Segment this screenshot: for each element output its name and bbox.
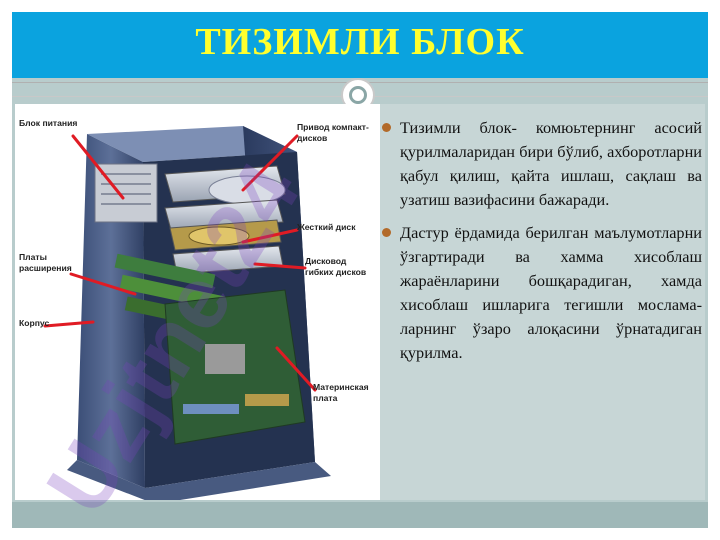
label-motherboard-line1: Материнская bbox=[313, 382, 369, 392]
title-bar bbox=[12, 12, 708, 78]
case-base bbox=[67, 460, 331, 504]
label-floppy-line1: Дисковод bbox=[305, 256, 347, 266]
cpu-cooler bbox=[205, 344, 245, 374]
bullet-text: Тизимли блок- комюьтернинг асосий қурилм… bbox=[400, 118, 702, 209]
bullet-item: Тизимли блок- комюьтернинг асосий қурилм… bbox=[380, 116, 702, 212]
image-panel: Блок питания Привод компакт- дисков Жест… bbox=[15, 104, 380, 504]
bullet-icon bbox=[382, 123, 391, 132]
label-cd-line1: Привод компакт- bbox=[297, 122, 369, 132]
label-psu: Блок питания bbox=[19, 118, 78, 128]
bottom-bar bbox=[12, 502, 708, 528]
ram-slot bbox=[245, 394, 289, 406]
text-panel bbox=[380, 104, 705, 500]
pointer-lines bbox=[43, 134, 317, 392]
label-motherboard-line2: плата bbox=[313, 393, 338, 403]
label-expansion-line1: Платы bbox=[19, 252, 47, 262]
label-floppy-line2: гибких дисков bbox=[305, 267, 367, 277]
label-hdd: Жесткий диск bbox=[297, 222, 356, 232]
hdd-platter bbox=[188, 226, 250, 246]
chip bbox=[183, 404, 239, 414]
label-cd-line2: дисков bbox=[297, 133, 328, 143]
label-case: Корпус bbox=[19, 318, 50, 328]
bullet-item: Дастур ёрдамида берилган маълумотларни ў… bbox=[380, 221, 702, 365]
expansion-card bbox=[114, 253, 216, 289]
bullet-icon bbox=[382, 228, 391, 237]
bullet-list: Тизимли блок- комюьтернинг асосий қурилм… bbox=[380, 116, 702, 374]
system-unit-illustration bbox=[43, 126, 331, 504]
ring-inner-icon bbox=[349, 86, 367, 104]
slide-title: ТИЗИМЛИ БЛОК bbox=[195, 21, 525, 63]
bullet-text: Дастур ёрдамида берилган маълумотларни ў… bbox=[400, 223, 702, 362]
label-expansion-line2: расширения bbox=[19, 263, 72, 273]
